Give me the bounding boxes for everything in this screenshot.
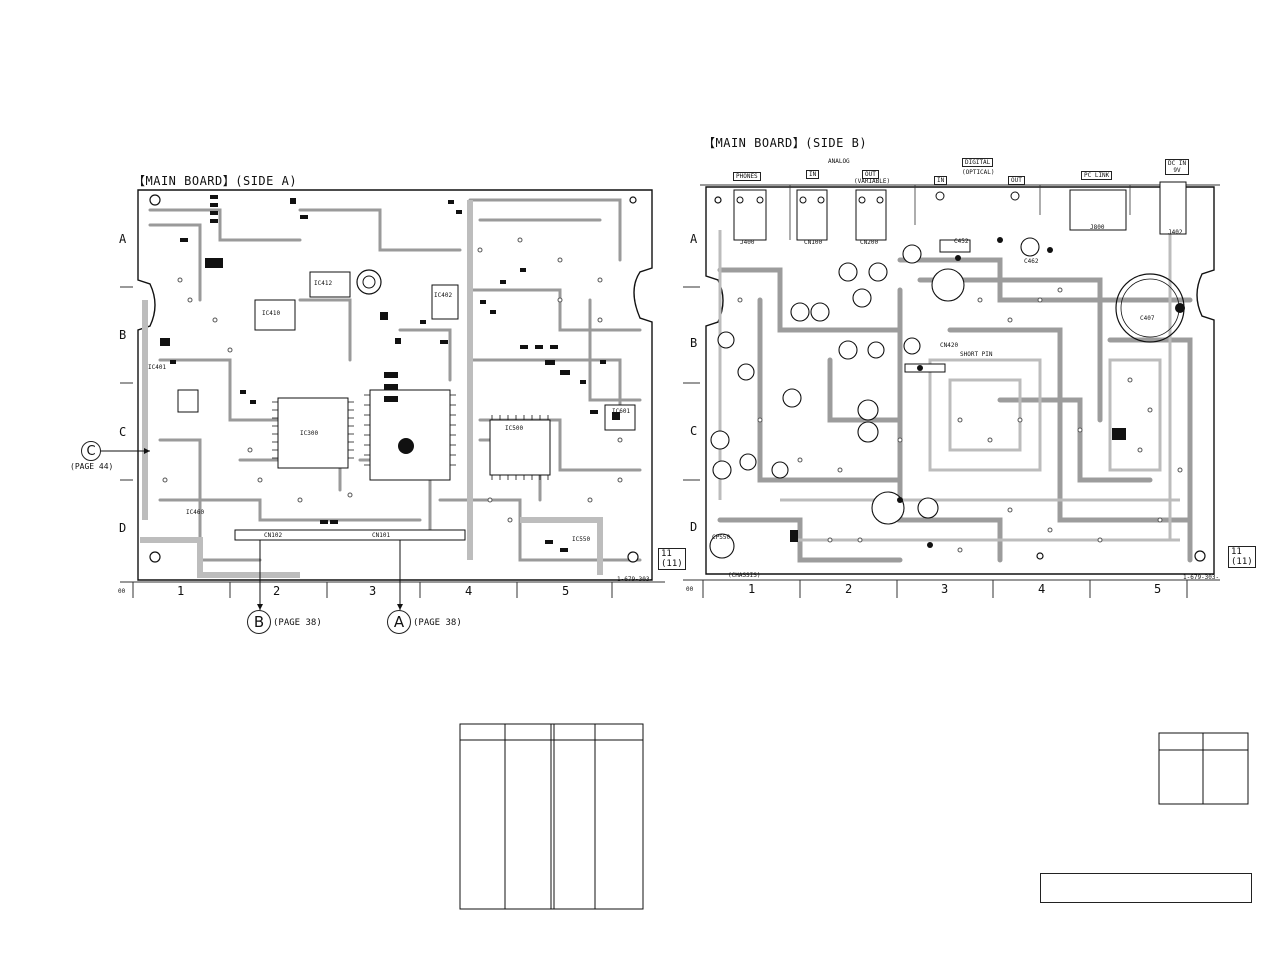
side-b-title: 【MAIN BOARD】(SIDE B) xyxy=(703,136,868,150)
side-a-col-1: 1 xyxy=(177,584,185,598)
header-digital-in: IN xyxy=(934,176,948,185)
side-b-row-b: B xyxy=(690,336,698,350)
side-a-col-5: 5 xyxy=(562,584,570,598)
note-box xyxy=(1040,873,1252,903)
side-a-marker: 00 xyxy=(118,588,126,595)
side-a-page-tag: 11 (11) xyxy=(658,548,686,570)
ref-circle-c[interactable]: C xyxy=(81,441,101,461)
side-a-title: 【MAIN BOARD】(SIDE A) xyxy=(133,174,298,188)
header-variable: (VARIABLE) xyxy=(854,178,891,185)
ref-circle-a[interactable]: A xyxy=(387,610,411,634)
header-analog-out: OUT xyxy=(862,170,879,179)
side-b-col-3: 3 xyxy=(941,582,949,596)
ic401-label: IC401 xyxy=(148,364,167,371)
ic412-label: IC412 xyxy=(314,280,333,287)
ref-circle-b[interactable]: B xyxy=(247,610,271,634)
header-analog-in: IN xyxy=(806,170,820,179)
ic410-label: IC410 xyxy=(262,310,281,317)
cn200-label: CN200 xyxy=(860,239,879,246)
j400-label: J400 xyxy=(740,239,755,246)
ref-c-page[interactable]: (PAGE 44) xyxy=(70,462,114,471)
side-b-col-2: 2 xyxy=(845,582,853,596)
c462-label: C462 xyxy=(1024,258,1039,265)
header-phones: PHONES xyxy=(733,172,761,181)
side-b-marker: 00 xyxy=(686,586,694,593)
cps50-label: CPS50 xyxy=(712,534,731,541)
side-b-col-4: 4 xyxy=(1038,582,1046,596)
side-a-row-d: D xyxy=(119,521,127,535)
side-a-col-4: 4 xyxy=(465,584,473,598)
header-dc-in: DC IN 9V xyxy=(1165,159,1190,175)
side-b-col-1: 1 xyxy=(748,582,756,596)
short-pin-label: SHORT PIN xyxy=(960,351,993,358)
side-a-col-2: 2 xyxy=(273,584,281,598)
side-b-pcb-code: 1-679-303- xyxy=(1183,574,1220,581)
ic550-label: IC550 xyxy=(572,536,591,543)
cn420-label: CN420 xyxy=(940,342,959,349)
side-a-pcb-code: 1-679-303- xyxy=(617,576,654,583)
ic300-label: IC300 xyxy=(300,430,319,437)
ref-b-page[interactable]: (PAGE 38) xyxy=(273,618,322,628)
ic460-label: IC460 xyxy=(186,509,205,516)
side-b-row-c: C xyxy=(690,424,698,438)
cn101-label: CN101 xyxy=(372,532,391,539)
side-b-row-a: A xyxy=(690,232,698,246)
side-b-col-5: 5 xyxy=(1154,582,1162,596)
chassis-label: (CHASSIS) xyxy=(728,572,761,579)
side-a-col-3: 3 xyxy=(369,584,377,598)
ic402-label: IC402 xyxy=(434,292,453,299)
header-pc-link: PC LINK xyxy=(1081,171,1113,180)
j402-label: J402 xyxy=(1168,229,1183,236)
side-a-row-a: A xyxy=(119,232,127,246)
c407-label: C407 xyxy=(1140,315,1155,322)
header-analog: ANALOG xyxy=(828,158,850,165)
side-a-row-b: B xyxy=(119,328,127,342)
ic500-label: IC500 xyxy=(505,425,524,432)
header-optical: (OPTICAL) xyxy=(962,169,995,176)
c452-label: C452 xyxy=(954,238,969,245)
side-b-row-d: D xyxy=(690,520,698,534)
ic601-label: IC601 xyxy=(612,408,631,415)
side-b-page-tag: 11 (11) xyxy=(1228,546,1256,568)
side-a-row-c: C xyxy=(119,425,127,439)
cn100-label: CN100 xyxy=(804,239,823,246)
j800-label: J800 xyxy=(1090,224,1105,231)
header-digital-out: OUT xyxy=(1008,176,1025,185)
header-digital: DIGITAL xyxy=(962,158,994,167)
ref-a-page[interactable]: (PAGE 38) xyxy=(413,618,462,628)
cn102-label: CN102 xyxy=(264,532,283,539)
